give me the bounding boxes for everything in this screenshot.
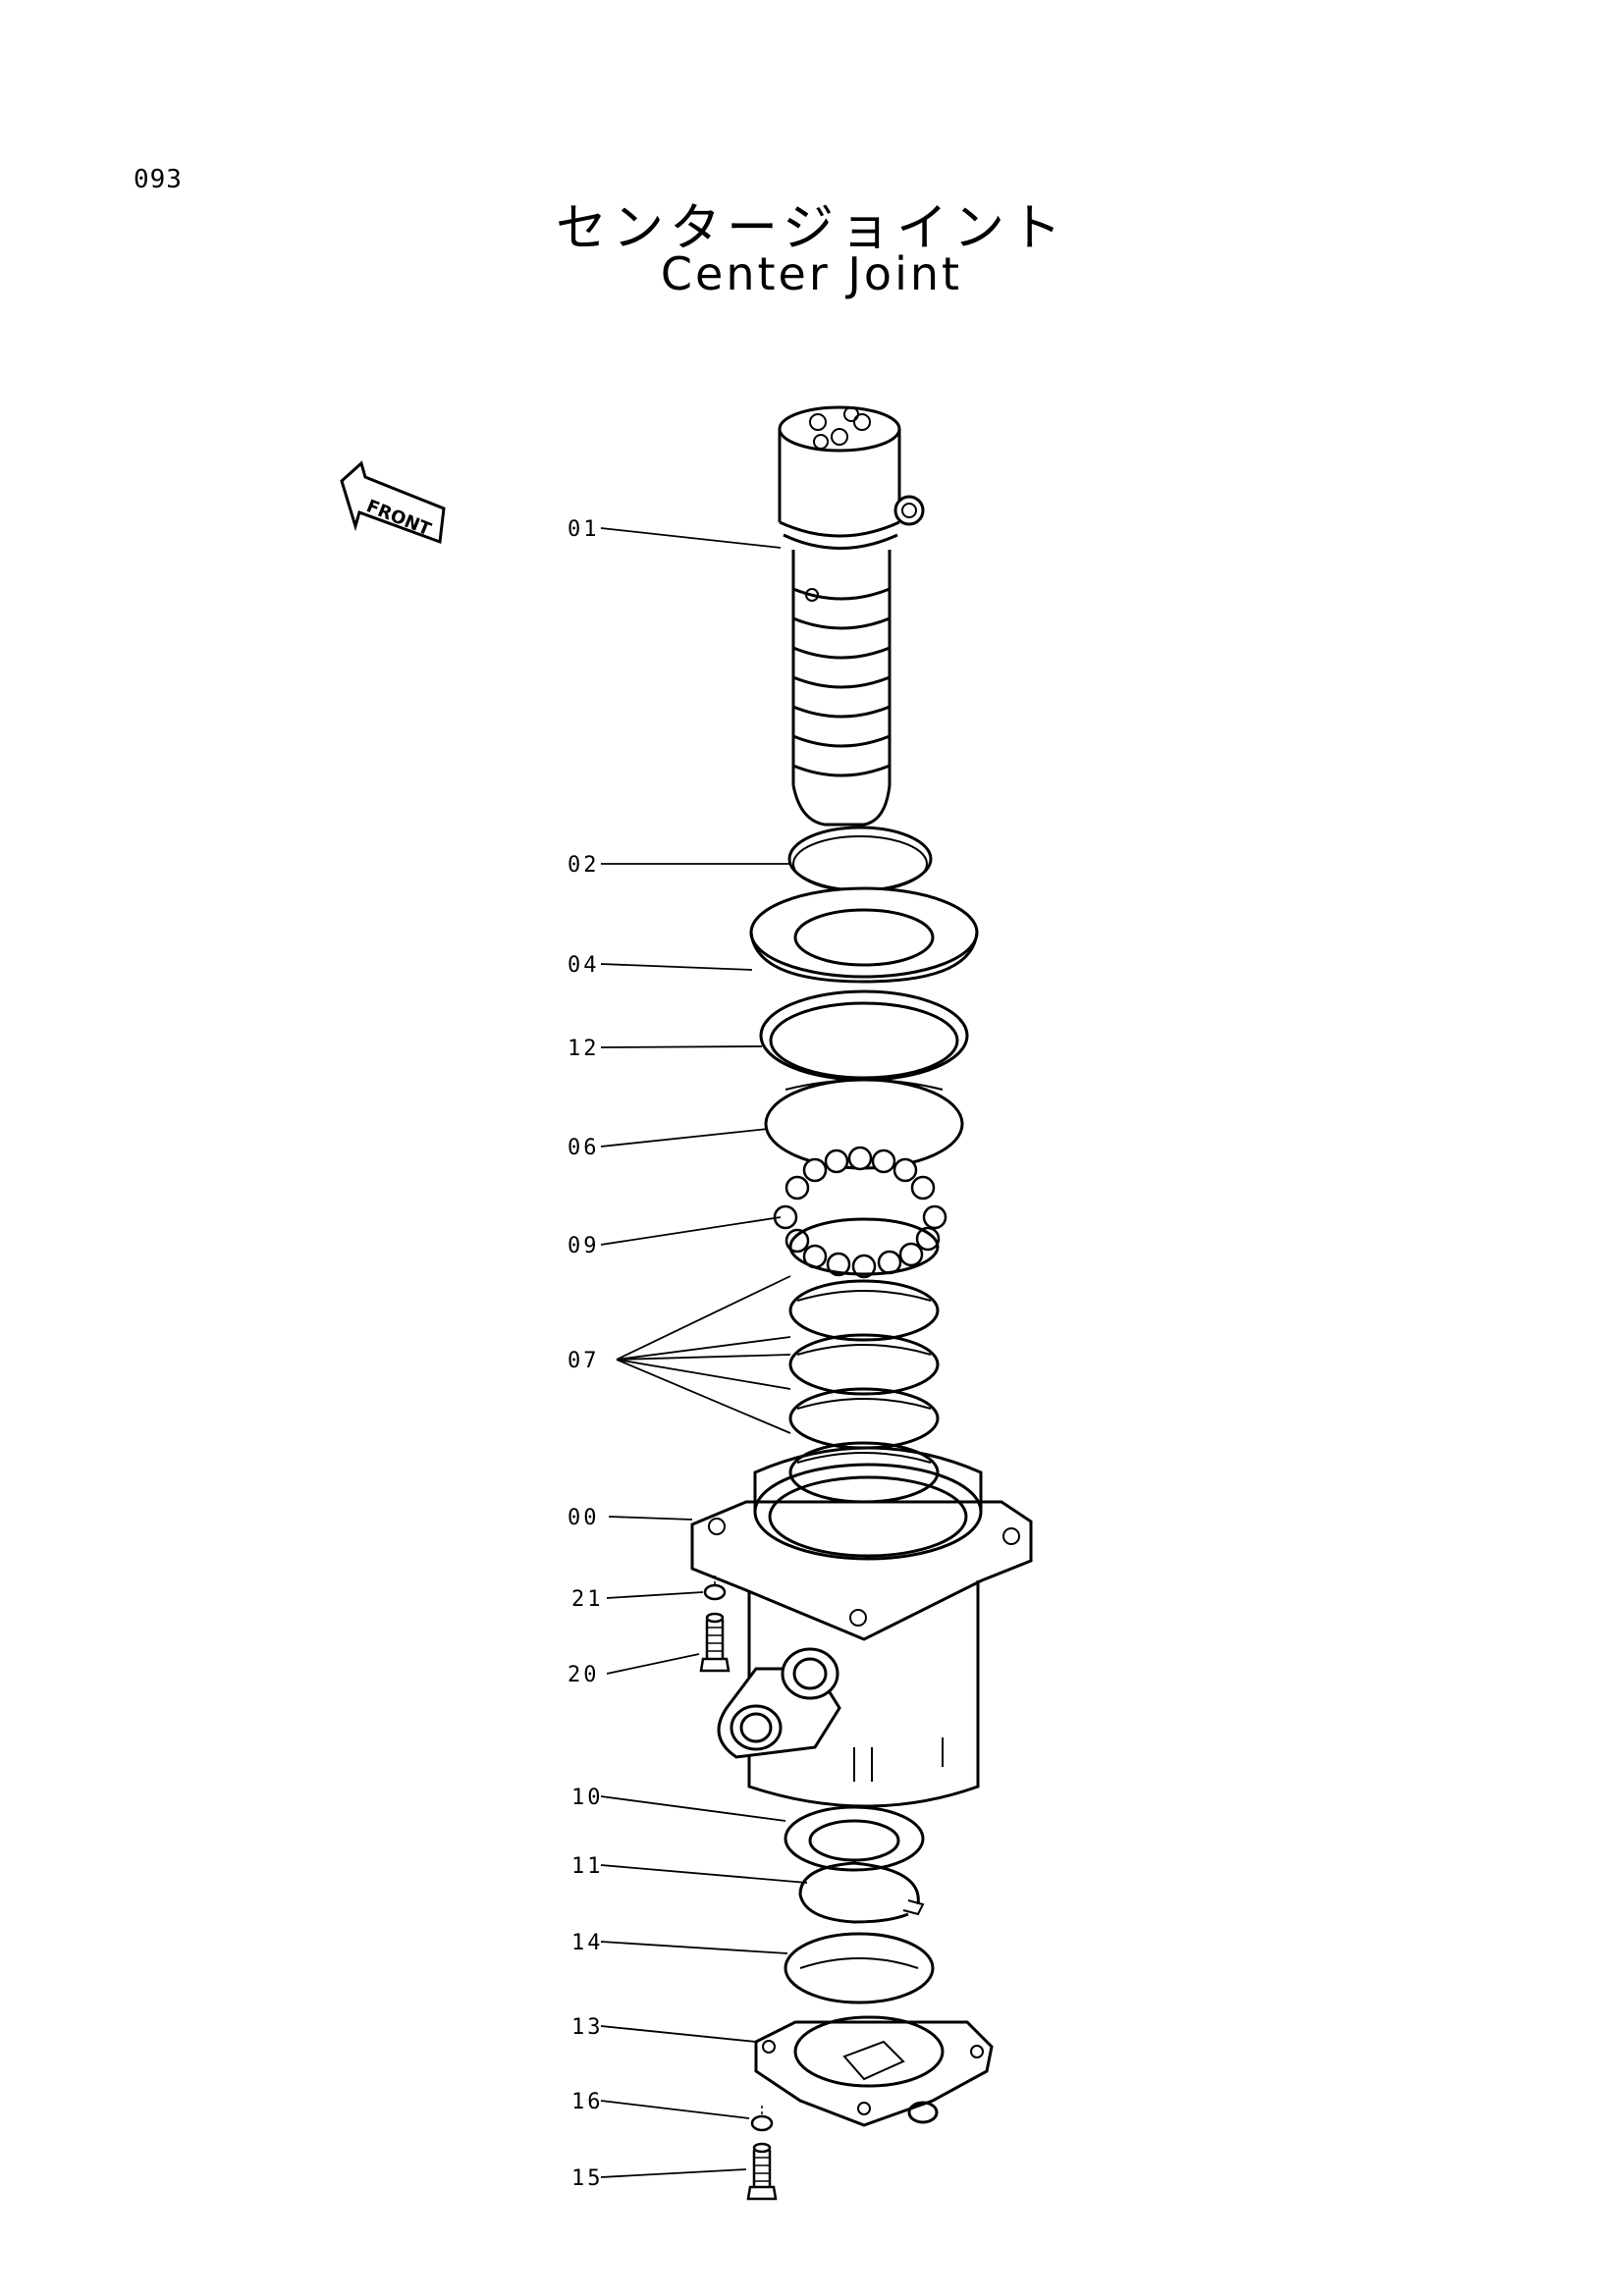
part-04-retainer [749,886,979,984]
page-number: 093 [134,165,183,194]
callout-04: 04 [568,953,600,978]
part-20-bolt [699,1612,730,1673]
callout-12: 12 [568,1037,600,1061]
part-14-o-ring [784,1932,935,2004]
title-english: Center Joint [660,247,963,300]
callout-11: 11 [571,1854,604,1879]
callout-14: 14 [571,1931,604,1955]
callout-13: 13 [571,2015,604,2040]
callout-15: 15 [571,2166,604,2191]
callout-01: 01 [568,517,600,542]
front-arrow-icon: FRONT [340,460,446,545]
part-09-ball-ring [773,1146,947,1279]
callout-09: 09 [568,1234,600,1258]
callout-20: 20 [568,1663,600,1687]
callout-00: 00 [568,1506,600,1530]
callout-06: 06 [568,1136,600,1160]
part-11-snap-ring [798,1861,925,1924]
part-01-spindle [778,405,925,827]
callout-10: 10 [571,1786,604,1810]
callout-21: 21 [571,1587,604,1612]
part-21-washer [703,1575,727,1601]
part-16-washer [750,2106,774,2132]
leader-lines [600,527,808,2178]
callout-16: 16 [571,2090,604,2114]
part-12-ring [759,989,969,1082]
part-10-washer [784,1805,925,1872]
part-13-cover [754,2015,994,2127]
part-00-body [690,1446,1033,1808]
title-japanese: センタージョイント [556,199,1067,258]
part-15-bolt [746,2142,778,2201]
callout-07: 07 [568,1349,600,1373]
callout-02: 02 [568,853,600,878]
